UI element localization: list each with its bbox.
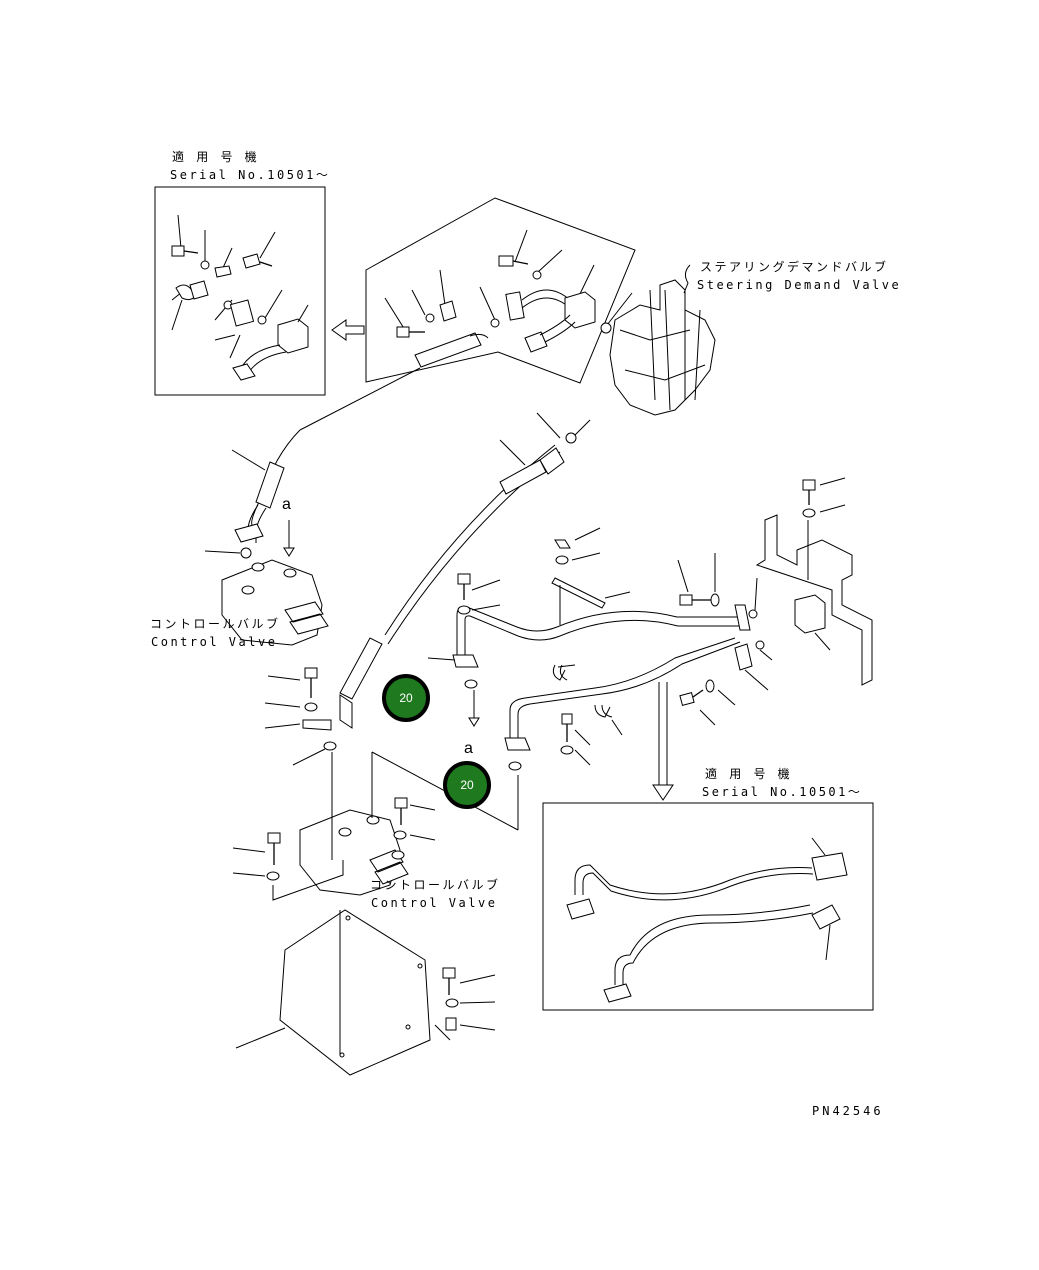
control-valve-lower-label-en: Control Valve bbox=[371, 896, 498, 910]
arrow-left-icon bbox=[331, 319, 365, 341]
inset-box-bottom-right bbox=[542, 802, 874, 1011]
part-number-label: PN42546 bbox=[812, 1104, 884, 1118]
hose-left bbox=[231, 429, 301, 543]
exploded-region-outline bbox=[365, 197, 636, 384]
callout-badge-lower: 20 bbox=[443, 761, 491, 809]
steering-valve-label-en: Steering Demand Valve bbox=[697, 278, 902, 292]
callout-badge-upper: 20 bbox=[382, 674, 430, 722]
serial-label-top: Serial No.10501～ bbox=[170, 168, 331, 182]
right-piping-drawing bbox=[427, 477, 873, 766]
ref-letter-a-upper: a bbox=[282, 496, 291, 513]
control-valve-lower-label-jp: コントロールバルブ bbox=[370, 878, 501, 892]
steering-valve-label-jp: ステアリングデマンドバルブ bbox=[700, 260, 889, 274]
applicable-label-top: 適 用 号 機 bbox=[172, 150, 260, 164]
steering-demand-valve-drawing bbox=[609, 264, 716, 416]
control-valve-upper-label-en: Control Valve bbox=[151, 635, 278, 649]
exploded-parts-top bbox=[299, 229, 633, 431]
bolts-left-stack bbox=[264, 667, 337, 860]
hose-center bbox=[339, 412, 591, 729]
serial-label-bottom: Serial No.10501～ bbox=[702, 785, 863, 799]
ref-arrow-head-icon bbox=[468, 717, 480, 727]
down-arrow-icon bbox=[652, 682, 674, 801]
applicable-label-bottom: 適 用 号 機 bbox=[705, 767, 793, 781]
ref-letter-a-lower: a bbox=[464, 740, 473, 757]
control-valve-upper-drawing bbox=[204, 520, 329, 646]
control-valve-lower-drawing bbox=[232, 751, 519, 901]
inset-box-top-left bbox=[154, 186, 326, 396]
cover-plate-drawing bbox=[235, 909, 496, 1076]
control-valve-upper-label-jp: コントロールバルブ bbox=[150, 617, 281, 631]
